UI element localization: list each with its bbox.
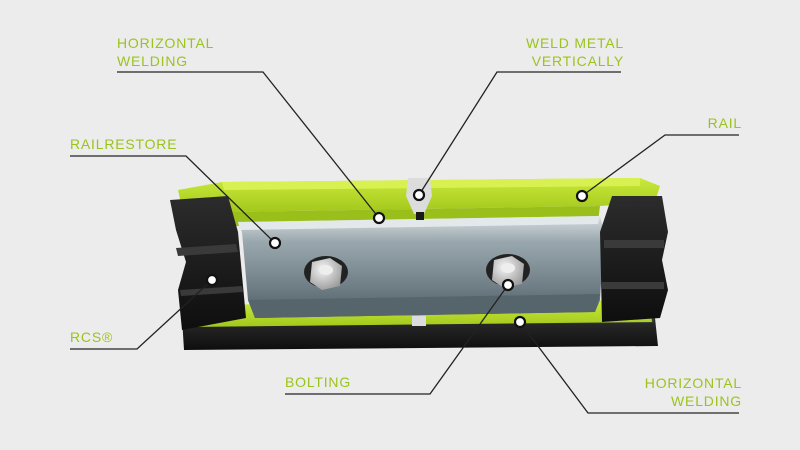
leader-line-rail [581, 134, 739, 197]
label-rail: RAIL [707, 115, 742, 131]
marker-rail [575, 189, 589, 203]
label-weld-metal-vertically: WELD METAL VERTICALLY [526, 35, 624, 69]
marker-horizontal-welding-bottom [513, 315, 527, 329]
leader-line-bolting [285, 284, 509, 395]
marker-weld-metal [412, 188, 426, 202]
bolt-right [486, 254, 530, 288]
label-bolting: BOLTING [285, 374, 352, 390]
label-railrestore: RAILRESTORE [70, 136, 178, 152]
marker-rcs [205, 273, 219, 287]
marker-horizontal-welding-top [372, 211, 386, 225]
leader-line-horizontal-welding-bottom [519, 321, 739, 414]
rcs-left-block [170, 196, 246, 330]
leader-line-rcs [70, 279, 213, 350]
marker-railrestore [268, 236, 282, 250]
leader-line-weld-metal [418, 71, 621, 196]
bolt-left [304, 256, 348, 290]
leader-line-railrestore [70, 155, 276, 244]
rcs-right-block [600, 196, 668, 322]
label-rcs: RCS® [70, 329, 114, 345]
railrestore-insert [238, 216, 604, 318]
label-horizontal-welding-top: HORIZONTAL WELDING [117, 35, 215, 69]
marker-bolting [501, 278, 515, 292]
label-horizontal-welding-bottom: HORIZONTAL WELDING [644, 375, 742, 409]
leader-line-horizontal-welding-top [117, 71, 380, 219]
